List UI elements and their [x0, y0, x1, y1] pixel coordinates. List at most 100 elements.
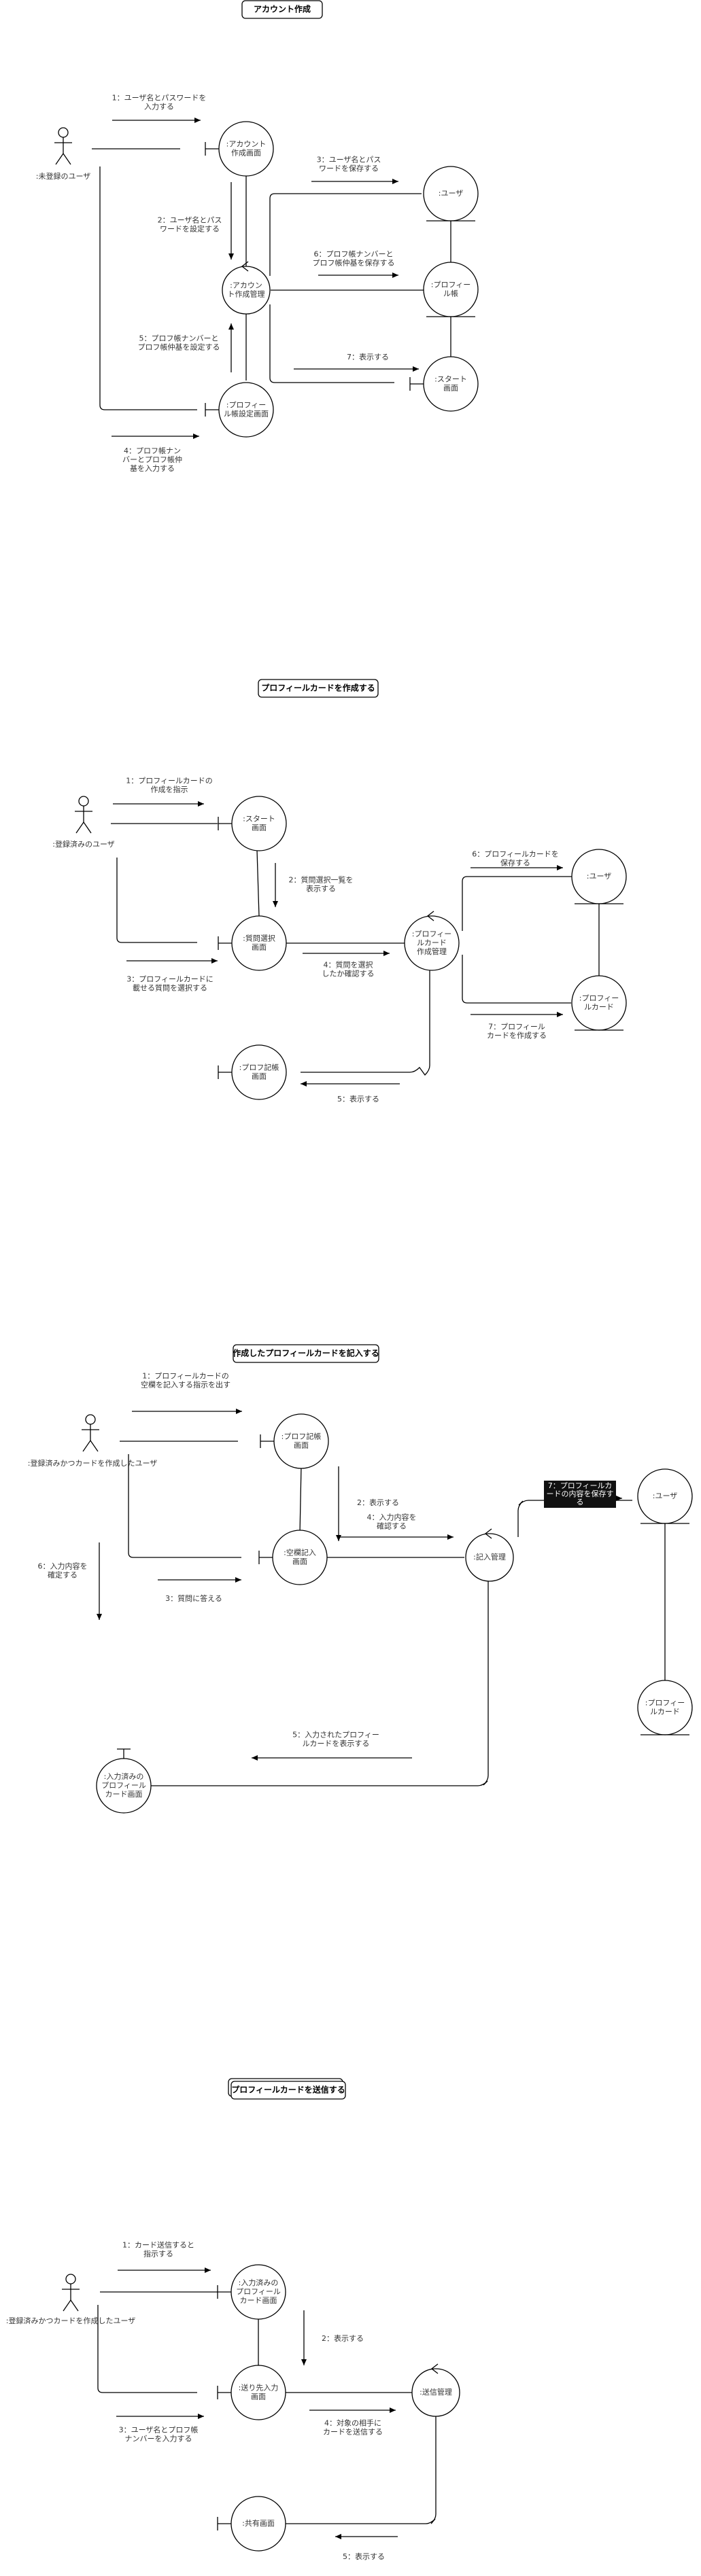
s1-msg1-line-2: 入力する [144, 103, 174, 111]
s3-title [233, 1344, 379, 1363]
s3-msg6-line-2: 確定する [48, 1570, 78, 1580]
s2-profile-screen-label-line-2: 画面 [252, 1072, 267, 1081]
s2-msg1-line-1: 1：プロフィールカードの [126, 777, 212, 786]
s3-msg7-line-2: ードの内容を保存す [547, 1489, 614, 1498]
s2-title-box [258, 679, 379, 698]
s3-msg5-line-2: ルカードを表示する [303, 1739, 370, 1748]
s1-account-mgmt-label-line-2: ト作成管理 [228, 289, 265, 299]
s4-dest-screen [217, 2365, 286, 2420]
s4-send-mgmt-arrowhead [430, 2363, 439, 2374]
s2-msg3-line-1: 3：プロフィールカードに [126, 975, 213, 984]
s4-actor-leg-right [70, 2299, 79, 2312]
s3-title-text: 作成したプロフィールカードを記入する [233, 1348, 379, 1358]
s3-msg4-line-1: 4：入力内容を [367, 1513, 417, 1522]
s2-title-text: プロフィールカードを作成する [261, 683, 375, 693]
s2-msg4-line-2: したか確認する [322, 969, 375, 978]
s2-card-mgmt [404, 911, 460, 971]
s1-msg3-line-1: 3：ユーザ名とパス [317, 155, 381, 164]
s3-card-entity-label-line-2: ルカード [650, 1708, 680, 1716]
s3-user-entity-label: :ユーザ [653, 1492, 678, 1500]
s4-title-box [230, 2081, 346, 2100]
s4-title-text: プロフィールカードを送信する [231, 2085, 345, 2095]
s2-link-cardmgmt-profile [301, 968, 430, 1076]
s3-msg7-line-1: 7：プロフィールカ [548, 1481, 612, 1490]
s3-actor-leg-left [82, 1440, 91, 1452]
s2-msg2-line-2: 表示する [306, 884, 336, 894]
s4-filled-screen-circle [230, 2264, 286, 2320]
s4-msg1-line-1: 1：カード送信すると [122, 2240, 194, 2250]
s1-start-screen-circle [423, 356, 479, 412]
s2-msg6-line-2: 保存する [500, 858, 530, 868]
s2-question-screen [218, 915, 287, 971]
s1-msg3-line-2: ワードを保存する [319, 164, 379, 173]
s4-share-screen-circle [230, 2496, 286, 2552]
s3-link-fill-user [517, 1500, 632, 1537]
s2-start-screen-label-line-1: :スタート [243, 815, 275, 824]
s3-fill-mgmt-label: :記入管理 [473, 1552, 506, 1562]
s1-msg7: 7：表示する [347, 352, 389, 361]
s3-actor-leg-right [90, 1440, 99, 1452]
s1-actor-head [58, 127, 69, 138]
s1-account-mgmt-arrowhead [241, 261, 249, 272]
s4-msg1-line-2: 指示する [143, 2249, 173, 2259]
s1-msg6-line-2: プロフ帳仲基を保存する [313, 258, 395, 268]
s2-card-mgmt-label-line-2: ルカード [417, 938, 447, 947]
s1-start-screen-label-line-2: 画面 [443, 384, 458, 393]
s3-filled-screen-label-line-1: :入力済みの [104, 1771, 144, 1781]
s2-profile-screen-label-line-1: :プロフ記帳 [239, 1063, 279, 1072]
s4-title [228, 2078, 346, 2100]
s4-filled-screen-label-line-2: プロフィール [236, 2287, 281, 2296]
s4-send-mgmt-circle [411, 2368, 460, 2417]
s3-msg7-highlight-bg [544, 1481, 616, 1508]
s1-account-screen-label-line-1: :アカウント [226, 140, 267, 149]
s2-link-actor-question [116, 858, 197, 943]
s3-fill-mgmt-circle [465, 1533, 514, 1582]
s2-title [258, 679, 379, 698]
s3-profile-screen [260, 1413, 329, 1469]
s3-msg2: 2：表示する [357, 1498, 399, 1507]
s3-blank-screen-circle [272, 1530, 328, 1585]
s1-title-text: アカウント作成 [254, 4, 311, 14]
s2-actor-leg-left [75, 822, 84, 834]
s3-msg4-line-2: 確認する [377, 1521, 407, 1531]
s2-actor-label: :登録済みのユーザ [52, 839, 115, 849]
s2-card-mgmt-label-line-3: 作成管理 [417, 947, 447, 956]
s2-profile-screen-circle [231, 1044, 287, 1100]
s4-dest-screen-circle [230, 2365, 286, 2420]
s1-msg5-line-1: 5：プロフ帳ナンバーと [139, 334, 219, 343]
s1-actor-label: :未登録のユーザ [36, 171, 91, 181]
s2-msg1-line-2: 作成を指示 [151, 785, 188, 794]
s3-link-profile-blank [299, 1466, 302, 1535]
s2-card-entity-label-line-2: ルカード [584, 1003, 614, 1012]
s4-msg3-line-2: ナンバーを入力する [125, 2435, 192, 2443]
s3-msg5-line-1: 5：入力されたプロフィー [292, 1731, 379, 1740]
s1-profile-screen-circle [218, 382, 274, 438]
s3-fill-mgmt-arrowhead [484, 1528, 492, 1539]
s1-link-actor-profile [99, 166, 197, 410]
s2-start-screen-circle [231, 796, 287, 851]
s4-share-screen-label: :共有画面 [242, 2518, 275, 2528]
s3-filled-screen [96, 1748, 152, 1814]
s2-question-screen-label-line-2: 画面 [252, 943, 267, 952]
s3-profile-screen-label-line-2: 画面 [294, 1441, 309, 1450]
s4-filled-screen-label-line-3: カード画面 [240, 2296, 277, 2305]
s2-card-entity-label-line-1: :プロフィー [579, 994, 619, 1003]
s4-dest-screen-label-line-1: :送り先入力 [239, 2383, 279, 2393]
s1-title [241, 0, 323, 19]
s1-profile-screen-label-line-2: ル帳設定画面 [224, 409, 269, 419]
s2-profile-screen [218, 1044, 287, 1100]
s1-profile-entity [423, 262, 479, 317]
s2-link-cardmgmt-cardentity [462, 955, 571, 1004]
s3-link-actor-blank [128, 1454, 241, 1558]
s1-link-mgmt-start [269, 304, 394, 383]
s3-card-entity [637, 1680, 693, 1735]
s2-link-start-question [256, 849, 260, 917]
s2-start-screen-label-line-2: 画面 [252, 824, 267, 832]
s4-link-send-share [286, 2416, 437, 2524]
s4-actor-label: :登録済みかつカードを作成したユーザ [6, 2316, 136, 2325]
s1-profile-entity-label-line-1: :プロフィー [431, 281, 471, 289]
s4-actor [62, 2274, 80, 2312]
s3-blank-screen-label-line-2: 画面 [292, 1557, 307, 1566]
s3-user-entity [637, 1468, 693, 1524]
